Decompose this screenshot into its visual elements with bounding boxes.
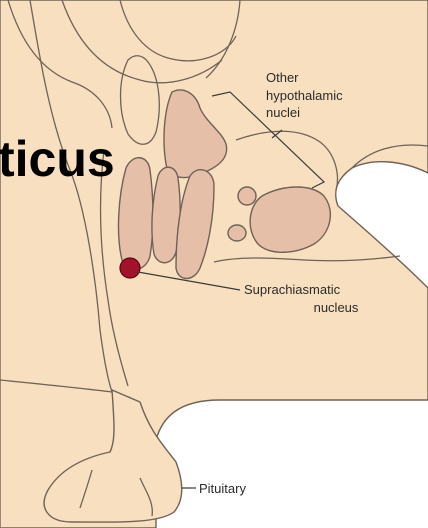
suprachiasmatic-nucleus	[120, 258, 140, 278]
heading-fragment: ticus	[0, 131, 115, 187]
label-pituitary: Pituitary	[199, 481, 246, 496]
label-suprachiasmatic-line1: Suprachiasmatic	[244, 282, 341, 297]
label-other-line2: hypothalamic	[266, 88, 343, 103]
label-suprachiasmatic-line2: nucleus	[314, 300, 359, 315]
hypothalamic-nucleus-col1	[119, 158, 153, 270]
hypothalamic-nucleus-small-1	[238, 187, 256, 205]
label-other-line3: nuclei	[266, 105, 300, 120]
label-other-line1: Other	[266, 70, 299, 85]
hypothalamic-nucleus-small-2	[228, 225, 246, 241]
